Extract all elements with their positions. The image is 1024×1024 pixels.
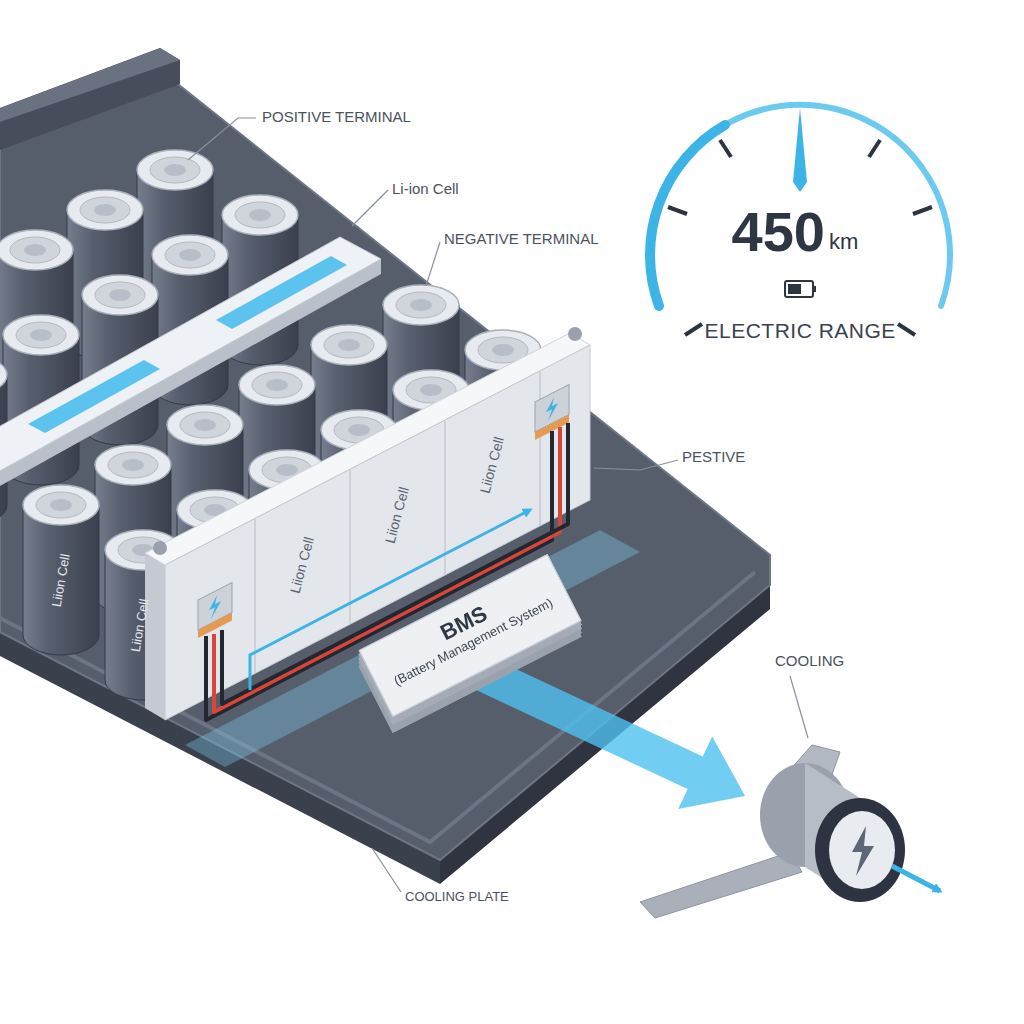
gauge-tick — [898, 324, 915, 335]
module-wall — [145, 327, 590, 720]
gauge-needle — [793, 108, 807, 192]
part-label: Li-ion Cell — [392, 180, 459, 197]
wall-groove — [254, 519, 256, 673]
gauge-tick — [913, 207, 932, 214]
bolt-icon — [209, 593, 221, 620]
base-tray — [0, 48, 770, 884]
battery-nub — [813, 286, 816, 292]
outflow-arrow — [892, 866, 940, 891]
wall-bolt — [568, 327, 582, 341]
gauge-tick — [668, 207, 687, 214]
leader-line — [352, 190, 388, 226]
wall-bolt — [153, 541, 167, 555]
leader-line — [790, 676, 808, 738]
gauge-tick — [720, 140, 731, 157]
leader-line — [426, 242, 440, 286]
gauge-tick — [869, 140, 880, 157]
bolt-icon — [546, 395, 558, 422]
tray-back-rim — [0, 48, 180, 122]
part-label: POSITIVE TERMINAL — [262, 108, 411, 125]
cooling-arrow — [472, 656, 745, 809]
battery-icon — [785, 281, 813, 297]
gauge-arc-fill — [650, 125, 725, 306]
part-label: PESTIVE — [682, 448, 745, 465]
wall-groove — [444, 421, 446, 575]
bms-module: BMS(Battery Management System) — [364, 598, 576, 673]
cooling-unit — [640, 745, 940, 918]
wall-front — [165, 345, 590, 720]
range-gauge — [650, 105, 950, 335]
wall-end — [145, 553, 165, 720]
wall-groove — [349, 470, 351, 624]
gauge-caption: ELECTRIC RANGE — [705, 319, 896, 343]
tray-floor — [0, 70, 770, 860]
gauge-arc — [650, 105, 950, 306]
unit-face — [829, 811, 895, 889]
leader-lines — [188, 118, 808, 892]
unit-bracket — [640, 852, 802, 918]
strip-highlight — [216, 256, 347, 329]
leader-line — [594, 460, 678, 470]
bolt-icon — [852, 826, 874, 876]
terminal-block — [198, 582, 232, 638]
part-label: NEGATIVE TERMINAL — [444, 230, 598, 247]
range-unit: km — [829, 229, 858, 254]
gauge-tick — [685, 324, 702, 335]
part-label: COOLING — [775, 652, 844, 669]
leader-line — [372, 848, 401, 892]
wall-groove — [539, 372, 541, 526]
part-label: COOLING PLATE — [405, 890, 509, 905]
unit-ring — [815, 798, 905, 902]
li-ion-cell — [23, 485, 99, 655]
tray-back-wall — [0, 48, 180, 150]
leader-line — [188, 118, 256, 160]
strip-highlight — [28, 360, 160, 433]
battery-charge — [788, 284, 801, 294]
range-value: 450 — [732, 200, 825, 264]
